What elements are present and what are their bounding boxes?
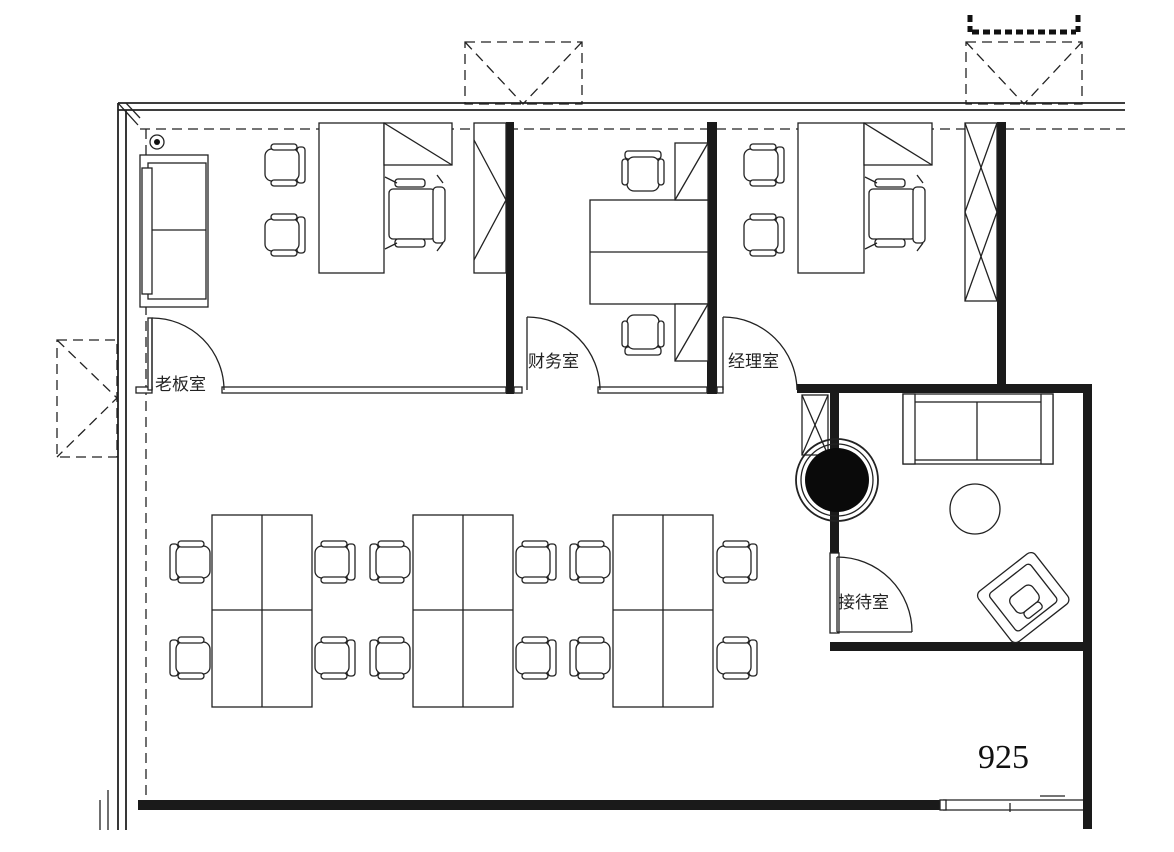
office-chair (264, 143, 306, 187)
room-label-manager-office: 经理室 (728, 352, 779, 372)
chairs (169, 143, 926, 680)
cabinet (473, 122, 507, 274)
office-chair (743, 213, 785, 257)
executive-chair (864, 174, 926, 252)
executive-chair (384, 174, 446, 252)
door-swings (151, 316, 913, 633)
desk (797, 122, 865, 274)
office-chair (169, 540, 211, 584)
room-label-reception-room: 接待室 (838, 593, 889, 613)
boss-office (139, 122, 507, 308)
armchair (976, 551, 1070, 644)
dashed-ceiling-lines (140, 128, 1125, 800)
office-chair (369, 540, 411, 584)
round-table (949, 483, 1001, 535)
office-chair (716, 540, 758, 584)
office-chair (569, 636, 611, 680)
window-left (56, 339, 118, 458)
desk (318, 122, 385, 274)
office-chair (621, 150, 665, 192)
office-chair (369, 636, 411, 680)
office-chair (569, 540, 611, 584)
window-top-right (965, 15, 1083, 105)
office-chair (169, 636, 211, 680)
office-chair (314, 636, 356, 680)
workstation-cluster-2 (412, 514, 514, 708)
workstation-cluster-3 (612, 514, 714, 708)
office-chair (743, 143, 785, 187)
office-chair (716, 636, 758, 680)
outer-walls (99, 102, 1125, 830)
dimension-label: 925 (978, 739, 1029, 776)
window-top-left (464, 41, 583, 105)
sofa (902, 393, 1054, 465)
finance-office (589, 142, 709, 362)
cabinet (964, 122, 998, 302)
manager-office (797, 122, 998, 302)
office-chair (515, 540, 557, 584)
office-chair (264, 213, 306, 257)
office-chair (621, 314, 665, 356)
room-label-boss-office: 老板室 (155, 375, 206, 395)
office-chair (515, 636, 557, 680)
office-chair (314, 540, 356, 584)
workstation-cluster-1 (211, 514, 313, 708)
reception-room (795, 393, 1070, 644)
sofa (139, 154, 209, 308)
room-label-finance-office: 财务室 (528, 352, 579, 372)
